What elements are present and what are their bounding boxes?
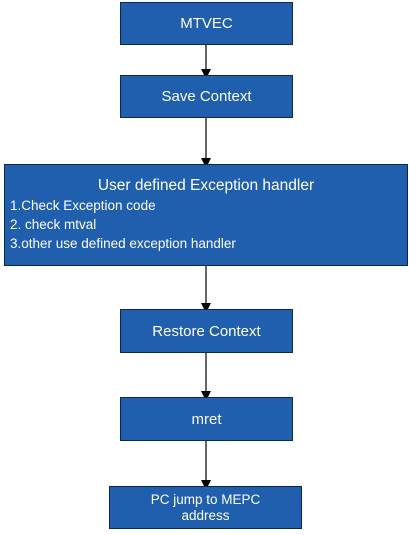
restore-context-label: Restore Context [152,322,261,340]
pc-jump-label: PC jump to MEPC address [151,492,261,524]
handler-step-2: 2. check mtval [10,217,97,232]
mret-label: mret [191,410,222,428]
save-context-label: Save Context [161,88,252,105]
pc-jump-label-line-1: PC jump to MEPC [150,491,261,507]
mret-node: mret [120,397,293,441]
pc-jump-label-line-2: address [181,507,230,523]
exception-handler-node: User defined Exception handler 1.Check E… [4,164,408,266]
handler-step-1: 1.Check Exception code [10,198,156,213]
save-context-node: Save Context [120,75,293,118]
pc-jump-node: PC jump to MEPC address [109,486,302,529]
handler-step-3: 3.other use defined exception handler [10,236,236,251]
mtvec-label: MTVEC [180,15,233,32]
exception-handler-title: User defined Exception handler [97,177,315,194]
mtvec-node: MTVEC [120,2,293,45]
restore-context-node: Restore Context [120,309,293,353]
